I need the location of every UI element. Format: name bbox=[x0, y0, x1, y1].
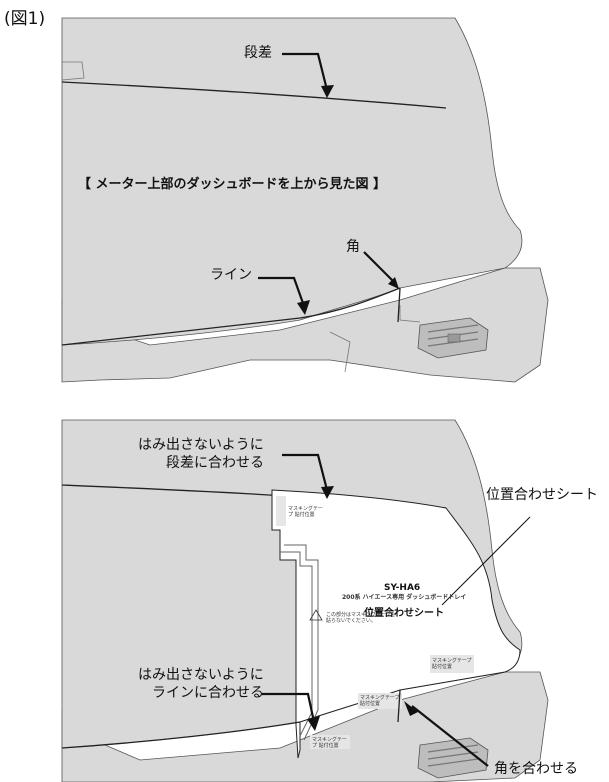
top-lower-housing bbox=[61, 267, 549, 383]
top-line-label: ライン bbox=[210, 267, 252, 283]
top-caption: 【 メーター上部のダッシュボードを上から見た図 】 bbox=[78, 177, 387, 192]
sheet-product: 200系 ハイエース専用 ダッシュボードトレイ bbox=[342, 594, 467, 601]
top-step-label: 段差 bbox=[244, 45, 272, 61]
warning-icon bbox=[309, 609, 323, 621]
step-instruction-line1: はみ出さないように bbox=[138, 437, 264, 453]
sheet-model: SY-HA6 bbox=[384, 583, 421, 593]
arrow-corner bbox=[363, 251, 395, 283]
top-ridge-line bbox=[61, 287, 401, 346]
sheet-tape-note-4: マスキングテープ 貼付位置 bbox=[312, 737, 347, 749]
sheet-warning-note: この部分はマスキングテープを 貼らないでください。 bbox=[326, 612, 396, 624]
top-arrows bbox=[258, 52, 399, 315]
leader-sheet bbox=[441, 516, 531, 606]
bottom-vent bbox=[417, 737, 489, 779]
sheet-tape-note-3: マスキングテープ 貼付位置 bbox=[360, 695, 400, 707]
bottom-arrows bbox=[262, 453, 531, 767]
figure-label: (図1) bbox=[4, 9, 46, 29]
top-vent bbox=[417, 317, 489, 359]
sheet-tape-note-2: マスキングテープ 貼付位置 bbox=[432, 658, 472, 670]
top-dashboard-body bbox=[61, 17, 523, 346]
line-instruction-line2: ラインに合わせる bbox=[152, 685, 264, 701]
top-dashboard bbox=[61, 17, 549, 383]
line-instruction-line1: はみ出さないように bbox=[138, 667, 264, 683]
arrow-step bbox=[282, 52, 329, 91]
top-corner-line bbox=[397, 287, 401, 323]
corner-instruction: 角を合わせる bbox=[494, 761, 578, 777]
arrow-step-align bbox=[282, 453, 329, 491]
arrow-line-align bbox=[262, 692, 316, 723]
sheet-name: 位置合わせシート bbox=[364, 608, 444, 619]
sheet-tape-note-1: マスキングテープ 貼付位置 bbox=[288, 506, 323, 518]
arrow-line bbox=[258, 276, 306, 307]
sheet-label: 位置合わせシート bbox=[486, 487, 598, 503]
top-corner-label: 角 bbox=[346, 239, 360, 255]
arrow-corner-align bbox=[411, 705, 489, 767]
step-instruction-line2: 段差に合わせる bbox=[166, 455, 264, 471]
alignment-sheet bbox=[61, 489, 521, 759]
top-step-line bbox=[61, 81, 447, 109]
